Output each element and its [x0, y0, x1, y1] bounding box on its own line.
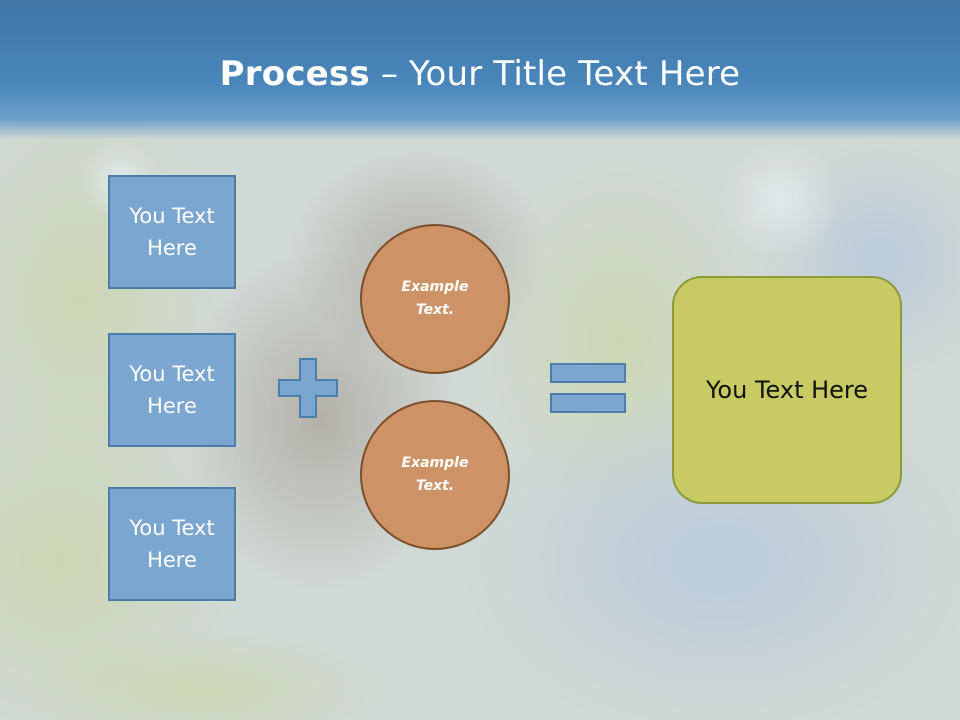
text-box-1-line-1: You Text — [129, 204, 215, 228]
equals-bottom-bar — [550, 393, 626, 413]
result-text: You Text Here — [705, 376, 869, 404]
text-box-1-line-2: Here — [147, 236, 197, 260]
title-bold-part: Process — [219, 54, 370, 94]
result-box: You Text Here — [672, 276, 902, 504]
text-box-3-line-1: You Text — [129, 516, 215, 540]
slide-title: Process – Your Title Text Here — [0, 54, 960, 94]
title-rest: Your Title Text Here — [409, 54, 741, 94]
text-box-2-line-2: Here — [147, 394, 197, 418]
example-circle-2-line-1: Example — [401, 455, 469, 471]
text-box-2-line-1: You Text — [129, 362, 215, 386]
equals-top-bar — [550, 363, 626, 383]
plus-icon — [278, 358, 338, 418]
example-circle-1-line-2: Text. — [415, 302, 455, 318]
title-separator: – — [369, 54, 410, 94]
example-circle-2-line-2: Text. — [415, 478, 455, 494]
text-box-3-line-2: Here — [147, 548, 197, 572]
example-circle-1-line-1: Example — [401, 279, 469, 295]
title-band — [0, 0, 960, 140]
